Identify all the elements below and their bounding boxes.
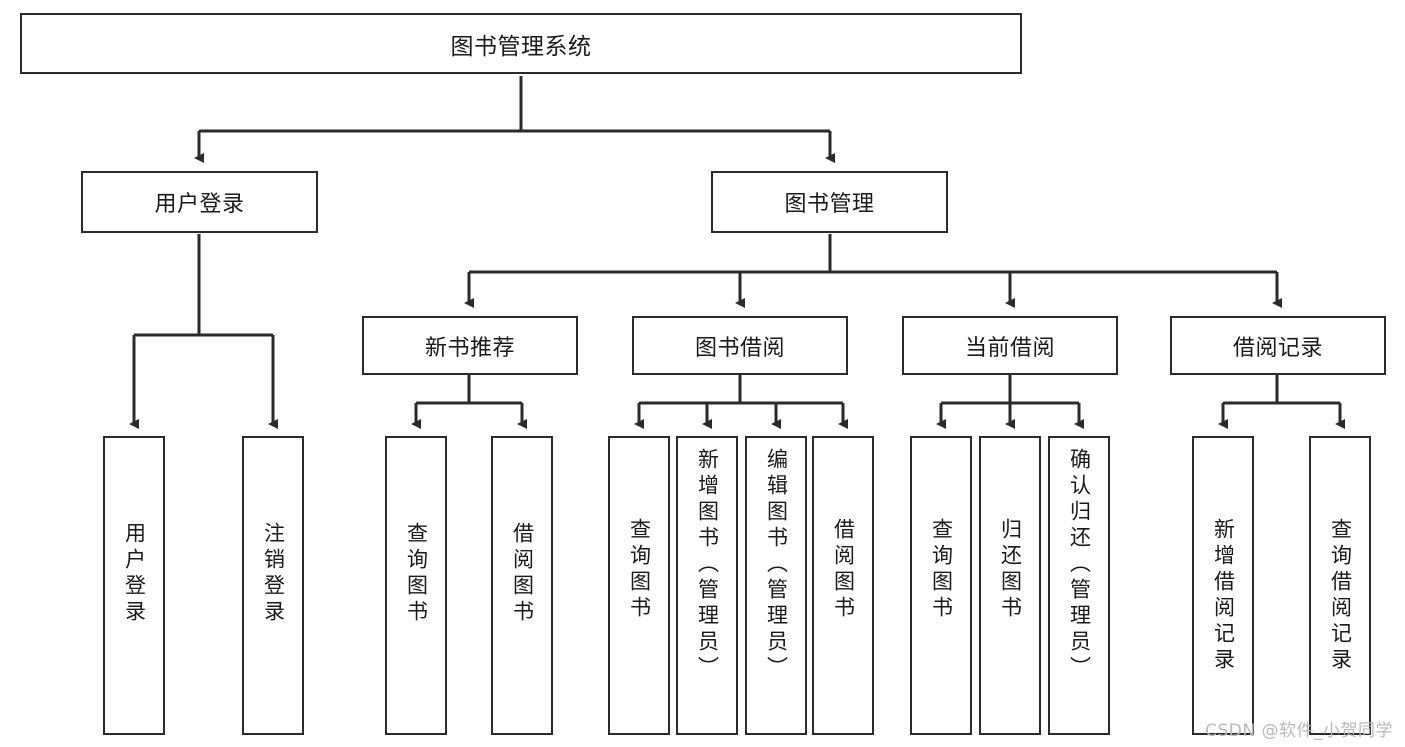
node-label: 用户登录 [154,192,245,217]
leaf-book-borrow-add-book-admin[interactable]: 新增图书（管理员） [676,436,738,735]
leaf-book-borrow-query-book[interactable]: 查询图书 [608,436,670,735]
node-label: 当前借阅 [964,335,1055,361]
node-label: 确认归还（管理员） [1067,448,1092,682]
leaf-book-borrow-borrow-book[interactable]: 借阅图书 [812,436,874,735]
leaf-book-borrow-edit-book-admin[interactable]: 编辑图书（管理员） [745,436,807,735]
node-book-management[interactable]: 图书管理 [711,171,948,233]
leaf-borrow-record-add-record[interactable]: 新增借阅记录 [1192,436,1254,735]
node-label: 借阅记录 [1232,335,1323,361]
leaf-current-borrow-confirm-return-admin[interactable]: 确认归还（管理员） [1048,436,1110,735]
node-label: 新增借阅记录 [1211,518,1236,674]
leaf-borrow-record-query-record[interactable]: 查询借阅记录 [1309,436,1371,735]
node-label: 注销登录 [261,522,286,626]
node-borrow-record[interactable]: 借阅记录 [1170,316,1386,375]
node-label: 查询借阅记录 [1328,518,1353,674]
leaf-user-login-logout[interactable]: 注销登录 [242,436,304,735]
connector-bookborrow-to-leaves [634,375,848,429]
node-book-borrow[interactable]: 图书借阅 [632,316,848,375]
node-label: 借阅图书 [831,518,856,622]
connector-root-to-level2 [194,76,835,163]
node-new-book-recommend[interactable]: 新书推荐 [362,316,578,375]
node-label: 借阅图书 [510,522,535,626]
node-label: 新书推荐 [424,335,515,361]
node-user-login[interactable]: 用户登录 [81,171,318,233]
node-label: 查询图书 [404,522,429,626]
leaf-new-book-query-book[interactable]: 查询图书 [385,436,447,735]
node-label: 查询图书 [929,518,954,622]
leaf-current-borrow-return-book[interactable]: 归还图书 [979,436,1041,735]
node-label: 编辑图书（管理员） [764,448,789,682]
node-label: 查询图书 [627,518,652,622]
node-root-book-management-system[interactable]: 图书管理系统 [20,13,1022,74]
connector-bookmgmt-to-level3 [464,234,1282,308]
node-label: 用户登录 [122,522,147,626]
leaf-new-book-borrow-book[interactable]: 借阅图书 [491,436,553,735]
node-label: 归还图书 [998,518,1023,622]
node-label: 新增图书（管理员） [695,448,720,682]
node-label: 图书借阅 [694,335,785,361]
csdn-watermark: CSDN @软件_小贺同学 [1205,721,1393,741]
connector-currentborrow-to-leaves [936,375,1084,429]
connector-newbook-to-leaves [411,375,527,429]
connector-borrowrecord-to-leaves [1218,375,1345,429]
node-label: 图书管理 [784,192,875,217]
connector-userlogin-to-leaves [129,234,278,429]
node-label: 图书管理系统 [450,33,592,60]
node-current-borrow[interactable]: 当前借阅 [902,316,1118,375]
leaf-user-login-login[interactable]: 用户登录 [103,436,165,735]
leaf-current-borrow-query-book[interactable]: 查询图书 [910,436,972,735]
